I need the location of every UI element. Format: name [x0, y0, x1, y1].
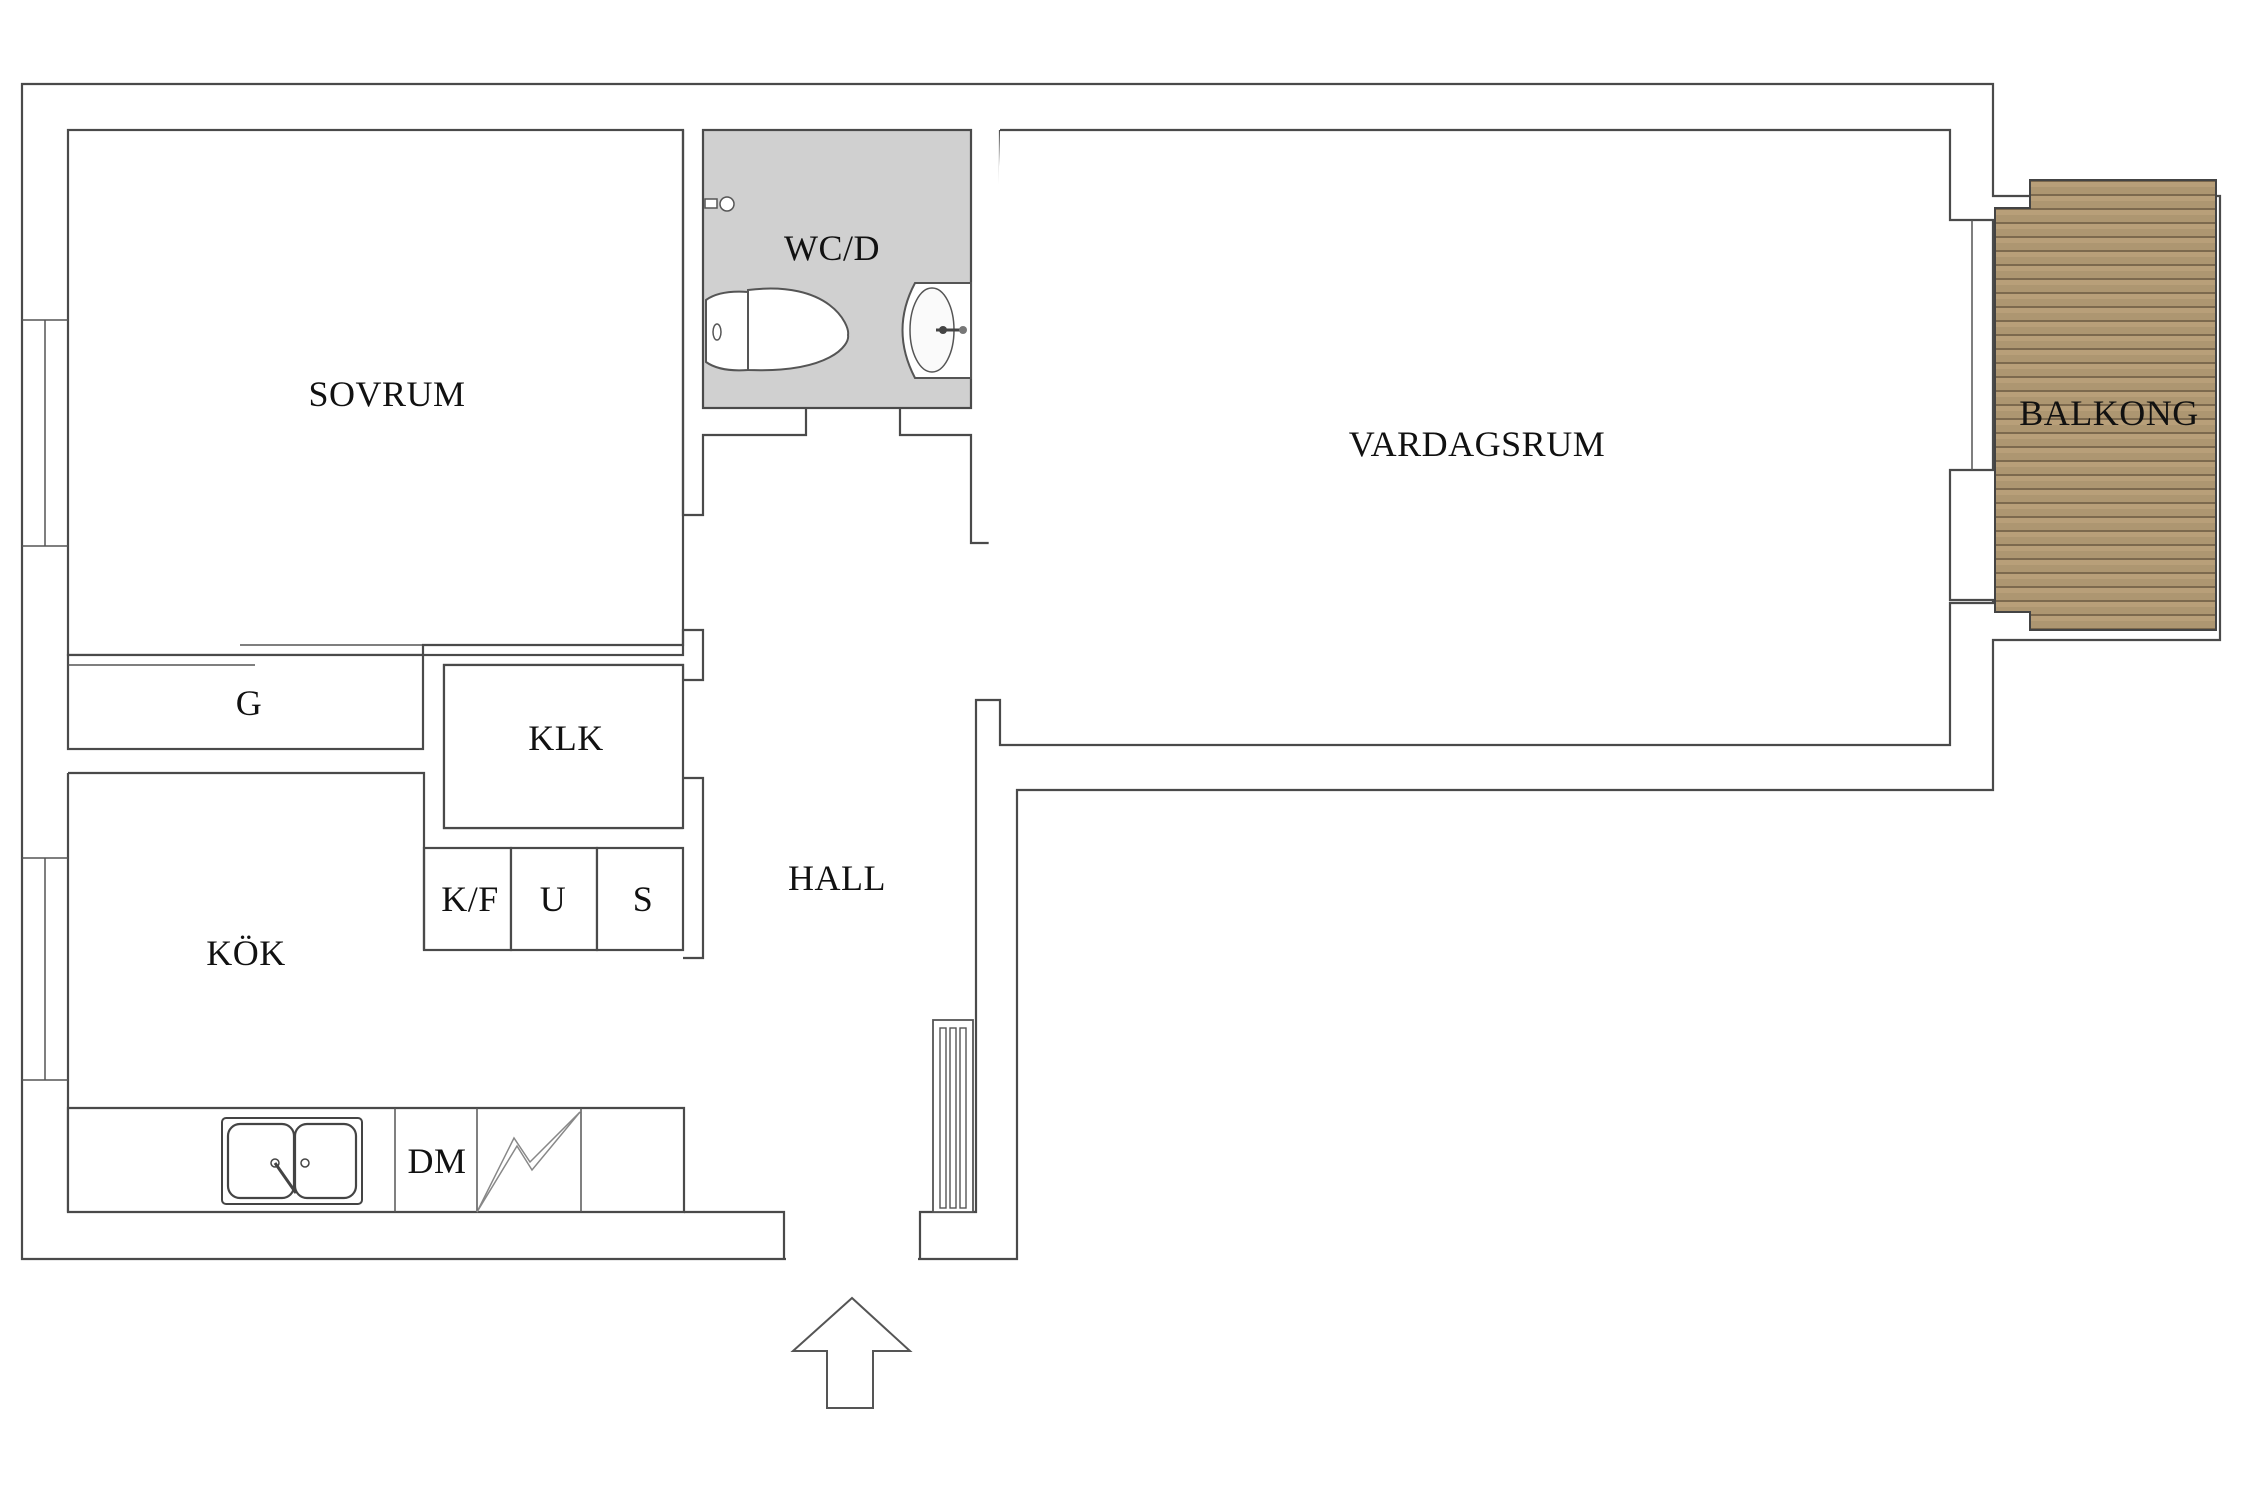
- toilet-icon: [705, 287, 850, 372]
- sink-icon: [901, 282, 972, 379]
- room-label-klk: KLK: [528, 718, 604, 758]
- room-label-balkong: BALKONG: [2019, 393, 2199, 433]
- kitchen-counter: [66, 1106, 686, 1214]
- room-label-kok: KÖK: [206, 933, 286, 973]
- room-label-vardagsrum: VARDAGSRUM: [1348, 424, 1606, 464]
- klk-closet: [442, 663, 685, 830]
- g-closet: [66, 653, 425, 751]
- cabinet-label-kf: K/F: [441, 879, 499, 919]
- room-label-sovrum: SOVRUM: [308, 374, 466, 414]
- room-label-wcd: WC/D: [784, 228, 880, 268]
- cabinet-label-s: S: [632, 879, 654, 919]
- window-sovrum: [22, 319, 68, 547]
- room-label-g: G: [235, 683, 263, 723]
- shower-head-icon: [704, 196, 735, 212]
- cabinet-row: [422, 846, 685, 952]
- appliance-label-dm: DM: [407, 1141, 467, 1181]
- radiator-icon: [932, 1019, 974, 1213]
- vardagsrum-room: [974, 128, 1995, 1005]
- sovrum-room: [66, 128, 685, 657]
- balcony: [1994, 179, 2217, 631]
- double-kitchen-sink-icon: [221, 1117, 363, 1205]
- window-kok: [22, 857, 68, 1081]
- room-label-hall: HALL: [788, 858, 886, 898]
- entrance-arrow-icon: [790, 1296, 913, 1409]
- cabinet-label-u: U: [539, 879, 567, 919]
- stove-icon: [476, 1111, 581, 1213]
